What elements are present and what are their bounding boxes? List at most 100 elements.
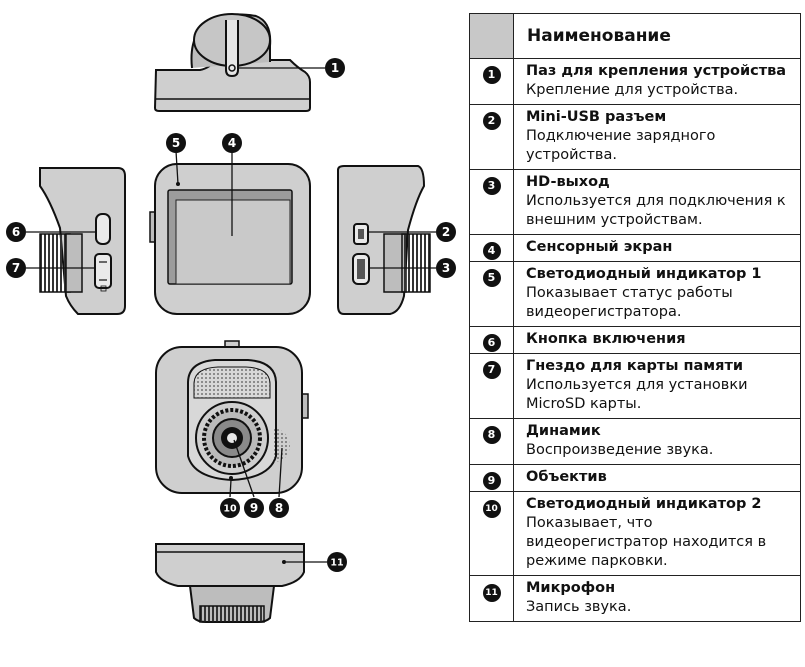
number-badge: 8 [482,426,501,444]
item-title: Паз для крепления устройства [526,63,787,79]
callout-1: 1 [325,58,345,78]
item-title: HD-выход [526,174,610,190]
item-description: Используется для установки MicroSD карты… [526,377,748,412]
item-title: Объектив [526,469,607,485]
callout-3: 3 [436,258,456,278]
legend-text-cell: Кнопка включения [513,326,801,354]
item-title: Сенсорный экран [526,239,673,255]
device-left-view [39,167,126,315]
item-title: Светодиодный индикатор 2 [526,496,762,512]
callout-8: 8 [269,498,289,518]
legend-number-cell: 9 [469,464,514,492]
legend-number-cell: 2 [469,104,514,170]
legend-number-cell: 6 [469,326,514,354]
legend-text-cell: Сенсорный экран [513,234,801,262]
number-badge: 5 [482,269,501,287]
svg-text:3: 3 [442,261,450,275]
leader-lines [26,67,436,563]
svg-text:9: 9 [250,501,258,515]
legend-header-row: Наименование [469,13,801,59]
callout-9: 9 [244,498,264,518]
device-diagram: 1 2 3 4 5 6 7 8 9 10 11 [6,13,456,623]
legend-text-cell: Светодиодный индикатор 2 Показывает, что … [513,491,801,576]
number-badge: 2 [482,112,501,130]
svg-text:5: 5 [172,136,180,150]
number-badge: 9 [482,472,501,490]
device-rear-view [155,340,309,494]
led-indicator-2 [229,476,233,480]
table-row: 4 Сенсорный экран [469,234,801,262]
item-description: Крепление для устройства. [526,82,739,98]
callout-10: 10 [220,498,240,518]
item-title: Динамик [526,423,601,439]
legend-number-cell: 3 [469,169,514,235]
item-title: Mini-USB разъем [526,109,667,125]
mount-slot [225,20,239,78]
device-top-view [153,13,311,112]
speaker-grille [274,428,290,462]
table-row: 6 Кнопка включения [469,326,801,354]
legend-number-cell: 8 [469,418,514,465]
device-front-view [149,163,311,315]
number-badge: 10 [482,500,501,518]
table-row: 10 Светодиодный индикатор 2 Показывает, чт… [469,491,801,576]
microphone [282,560,286,564]
touch-screen [175,199,291,285]
legend-text-cell: Объектив [513,464,801,492]
legend-number-cell: 11 [469,575,514,622]
callout-4: 4 [222,133,242,153]
legend-number-cell: 7 [469,353,514,419]
svg-text:11: 11 [330,558,343,569]
callout-6: 6 [6,222,26,242]
number-badge: 4 [482,242,501,260]
legend-number-cell: 1 [469,58,514,105]
number-badge: 1 [482,66,501,84]
table-row: 9 Объектив [469,464,801,492]
legend-number-cell: 10 [469,491,514,576]
svg-text:7: 7 [12,261,20,275]
item-title: Кнопка включения [526,331,686,347]
callout-5: 5 [166,133,186,153]
item-title: Гнездо для карты памяти [526,358,744,374]
power-button [95,213,111,245]
callout-7: 7 [6,258,26,278]
svg-text:2: 2 [442,225,450,239]
svg-text:6: 6 [12,225,20,239]
legend-text-cell: Светодиодный индикатор 1 Показывает стату… [513,261,801,327]
item-title: Светодиодный индикатор 1 [526,266,762,282]
item-description: Показывает, что видеорегистратор находит… [526,515,767,569]
callout-2: 2 [436,222,456,242]
callout-11: 11 [327,552,347,572]
legend-table: Наименование 1 Паз для крепления устройст… [469,13,801,622]
device-right-view [337,165,431,315]
svg-text:4: 4 [228,136,236,150]
svg-text:10: 10 [223,504,237,515]
device-bottom-view [155,543,305,623]
item-title: Микрофон [526,580,616,596]
number-badge: 6 [482,334,501,352]
number-badge: 11 [482,584,501,602]
legend-number-cell: 5 [469,261,514,327]
item-description: Запись звука. [526,599,632,615]
item-description: Показывает статус работы видеорегистрато… [526,285,733,320]
memory-card-slot [94,253,112,289]
number-badge: 3 [482,177,501,195]
svg-text:8: 8 [275,501,283,515]
legend-number-cell: 4 [469,234,514,262]
legend-number-header [469,13,514,59]
item-description: Используется для подключения к внешним у… [526,193,786,228]
item-description: Воспроизведение звука. [526,442,714,458]
